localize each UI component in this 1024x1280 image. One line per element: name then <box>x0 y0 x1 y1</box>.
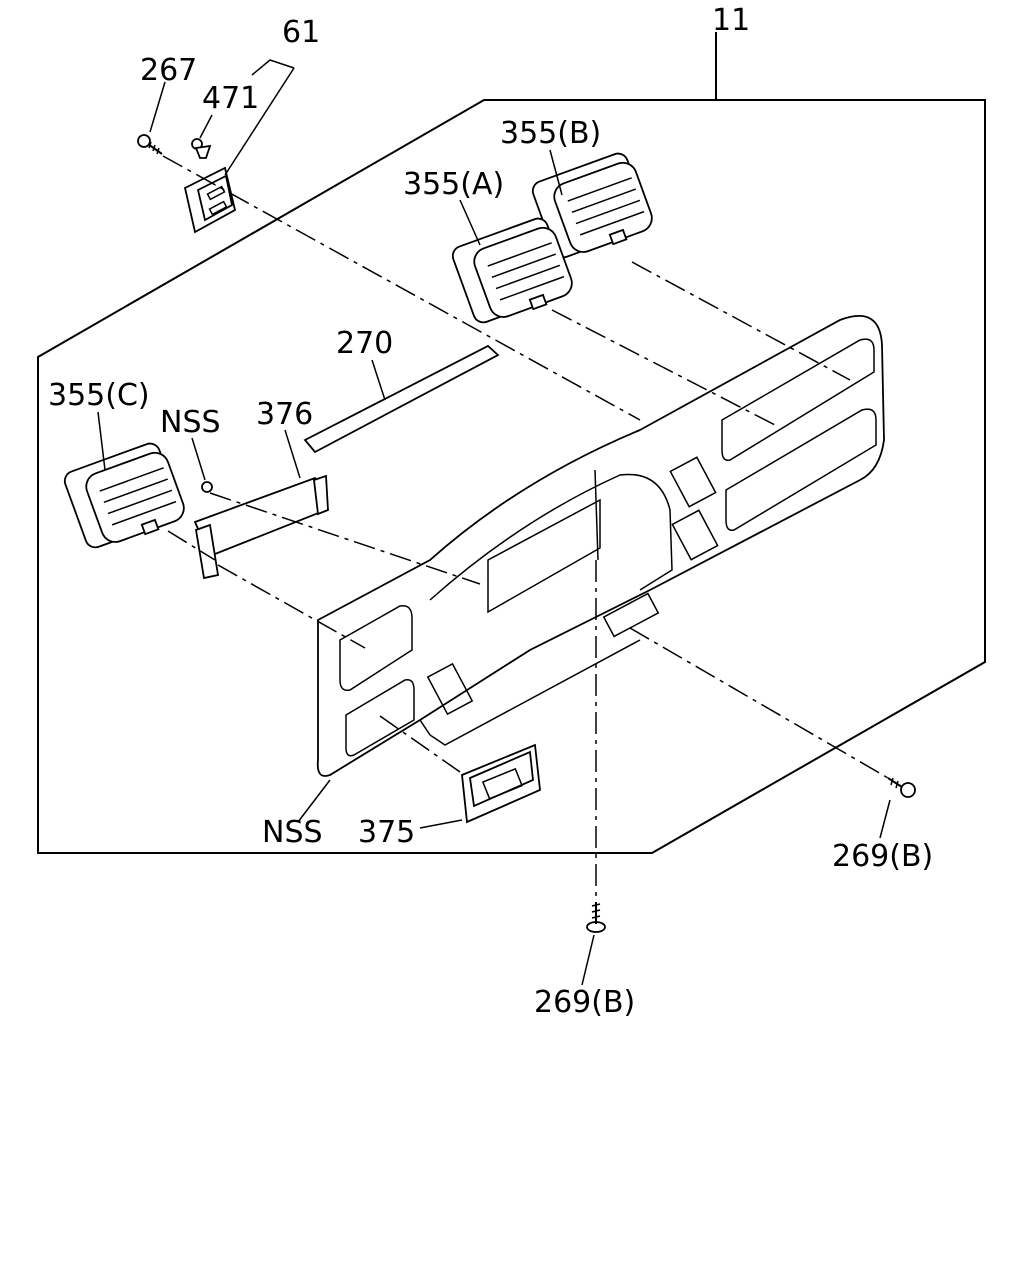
callout-nss-top: NSS <box>160 405 221 440</box>
panel-376 <box>193 474 329 580</box>
leader-61-bracket <box>251 59 295 76</box>
callout-11: 11 <box>712 3 750 38</box>
assembly-line-3 <box>551 309 776 426</box>
assembly-line-6 <box>217 564 366 649</box>
callout-355c: 355(C) <box>48 378 150 413</box>
assembly-line-4 <box>209 492 481 585</box>
screw-269b-bottom <box>586 902 606 933</box>
callout-471: 471 <box>202 81 259 116</box>
leader-471 <box>199 114 213 139</box>
assembly-line-2 <box>631 261 851 381</box>
leader-nss-bottom <box>297 779 331 823</box>
clip-471 <box>191 138 212 159</box>
assembly-line-7 <box>379 715 461 773</box>
callout-267: 267 <box>140 53 197 88</box>
leader-376 <box>284 429 301 479</box>
leader-61 <box>224 67 295 176</box>
screw-267 <box>137 134 163 155</box>
assembly-line-5 <box>167 530 216 561</box>
leader-355b <box>549 149 563 196</box>
assembly-line-8 <box>629 627 889 779</box>
callout-269b-right: 269(B) <box>832 839 933 874</box>
leader-355c <box>97 411 106 471</box>
callout-270: 270 <box>336 326 393 361</box>
assembly-line-1 <box>162 155 641 421</box>
callout-376: 376 <box>256 397 313 432</box>
leader-355a <box>459 199 481 246</box>
callout-61: 61 <box>282 15 320 50</box>
leader-269b-bottom <box>581 934 595 986</box>
nut-nss <box>201 481 213 493</box>
switch-61 <box>183 166 237 234</box>
callout-355b: 355(B) <box>500 116 601 151</box>
leader-267 <box>149 81 166 133</box>
callout-355a: 355(A) <box>403 167 504 202</box>
callout-nss-bottom: NSS <box>262 815 323 850</box>
vent-355a <box>451 217 573 324</box>
callout-269b-bottom: 269(B) <box>534 985 635 1020</box>
vent-355c <box>63 442 185 549</box>
pocket-375 <box>461 743 541 824</box>
leader-270 <box>371 359 386 401</box>
vent-355b <box>531 152 653 259</box>
leader-nss-top <box>191 437 206 481</box>
leader-269b-right <box>879 799 891 839</box>
callout-375: 375 <box>358 815 415 850</box>
strip-270 <box>303 344 500 454</box>
assembly-boundary <box>37 99 986 854</box>
screw-269b-right <box>887 777 916 798</box>
leader-375 <box>419 819 463 829</box>
instrument-panel <box>316 315 885 777</box>
